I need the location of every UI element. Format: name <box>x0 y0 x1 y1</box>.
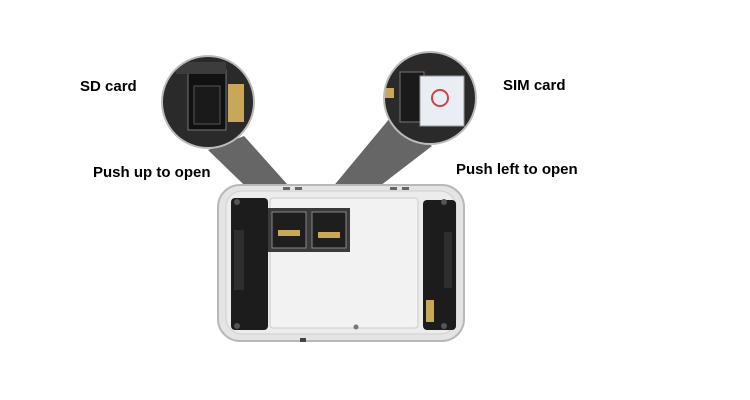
right-gold-contacts <box>426 300 434 322</box>
left-label-strip <box>234 230 244 290</box>
vent-slot <box>402 187 409 190</box>
sd-card-label: SD card <box>80 78 137 95</box>
screw-hole <box>234 199 240 205</box>
sim-slot-contacts <box>318 232 340 238</box>
sd-card-zoom <box>162 56 254 148</box>
sim-card-label: SIM card <box>503 77 566 94</box>
screw-hole <box>441 199 447 205</box>
sim-slot <box>311 211 347 249</box>
screw-hole <box>353 324 359 330</box>
vent-slot <box>295 187 302 190</box>
screw-hole <box>441 323 447 329</box>
sim-card-zoom <box>384 52 476 144</box>
sd-slot-contacts <box>278 230 300 236</box>
sim-zoom-ring <box>383 51 477 145</box>
sd-zoom-ring <box>161 55 255 149</box>
push-up-instruction: Push up to open <box>93 164 211 181</box>
right-label-strip <box>444 232 452 288</box>
vent-slot <box>283 187 290 190</box>
vent-slot <box>390 187 397 190</box>
screw-hole <box>234 323 240 329</box>
usb-port <box>300 338 306 342</box>
push-left-instruction: Push left to open <box>456 161 578 178</box>
